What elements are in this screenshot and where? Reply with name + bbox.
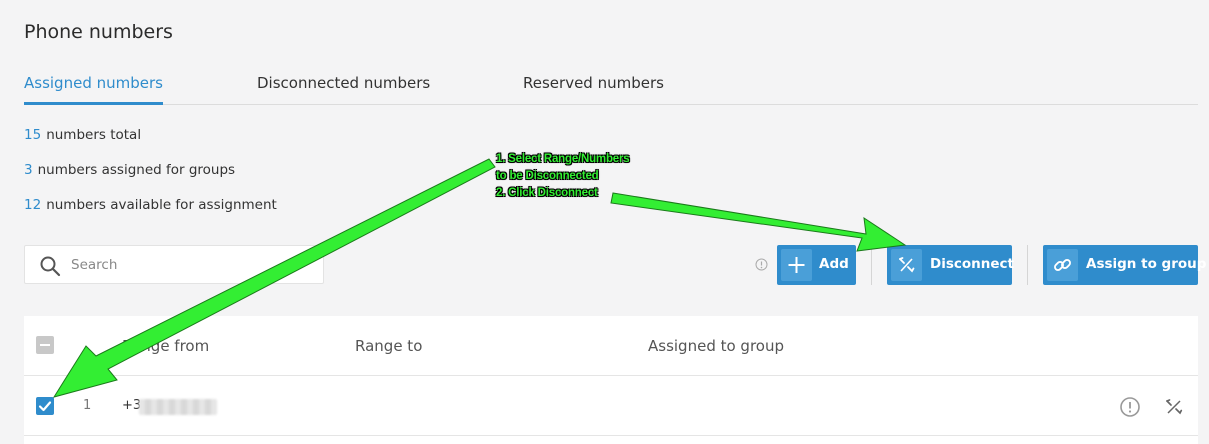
numbers-table: Range from Range to Assigned to group 1 … bbox=[24, 316, 1198, 444]
toolbar-divider bbox=[871, 245, 872, 285]
column-header-range-to[interactable]: Range to bbox=[355, 337, 423, 355]
annotation-line: 1. Select Range/Numbers bbox=[496, 153, 630, 165]
annotation-text: 1. Select Range/Numbers to be Disconnect… bbox=[496, 151, 666, 202]
info-icon[interactable] bbox=[1119, 396, 1141, 418]
disconnect-icon[interactable] bbox=[1163, 396, 1185, 418]
column-header-range-from[interactable]: Range from bbox=[122, 337, 210, 355]
row-checkbox[interactable] bbox=[36, 397, 54, 415]
add-button[interactable]: Add bbox=[777, 245, 856, 285]
stat-label: numbers total bbox=[46, 127, 142, 143]
stat-value: 12 bbox=[24, 197, 42, 213]
select-all-checkbox[interactable] bbox=[36, 336, 54, 354]
annotation-line: to be Disconnected bbox=[496, 170, 599, 182]
range-from-cell: +3 bbox=[122, 398, 142, 413]
tab-disconnected-numbers[interactable]: Disconnected numbers bbox=[257, 74, 431, 92]
redacted-number bbox=[139, 399, 217, 415]
assign-to-group-button[interactable]: Assign to group bbox=[1043, 245, 1206, 285]
check-icon bbox=[38, 401, 52, 412]
search-icon bbox=[40, 256, 61, 277]
link-icon bbox=[1047, 249, 1078, 281]
tab-bar: Assigned numbers Disconnected numbers Re… bbox=[24, 74, 1198, 105]
disconnect-button[interactable]: Disconnect bbox=[887, 245, 1014, 285]
toolbar-divider bbox=[1027, 245, 1028, 285]
search-input[interactable] bbox=[71, 254, 311, 276]
table-row[interactable]: 1 +3 bbox=[24, 376, 1198, 436]
page-title: Phone numbers bbox=[24, 21, 173, 43]
disconnect-button-label: Disconnect bbox=[930, 256, 1014, 272]
add-button-label: Add bbox=[819, 256, 849, 272]
table-header: Range from Range to Assigned to group bbox=[24, 316, 1198, 376]
info-icon[interactable] bbox=[755, 258, 768, 271]
column-header-assigned-group[interactable]: Assigned to group bbox=[648, 337, 784, 355]
plus-icon bbox=[781, 249, 812, 281]
stat-label: numbers assigned for groups bbox=[37, 162, 236, 178]
tab-assigned-numbers[interactable]: Assigned numbers bbox=[24, 74, 163, 105]
disconnect-icon bbox=[891, 249, 922, 281]
stat-label: numbers available for assignment bbox=[46, 197, 277, 213]
stat-value: 3 bbox=[24, 162, 33, 178]
stat-value: 15 bbox=[24, 127, 42, 143]
assign-button-label: Assign to group bbox=[1086, 256, 1207, 272]
row-index: 1 bbox=[83, 398, 92, 413]
annotation-line: 2. Click Disconnect bbox=[496, 187, 598, 199]
tab-reserved-numbers[interactable]: Reserved numbers bbox=[523, 74, 664, 92]
search-box[interactable] bbox=[24, 245, 324, 284]
